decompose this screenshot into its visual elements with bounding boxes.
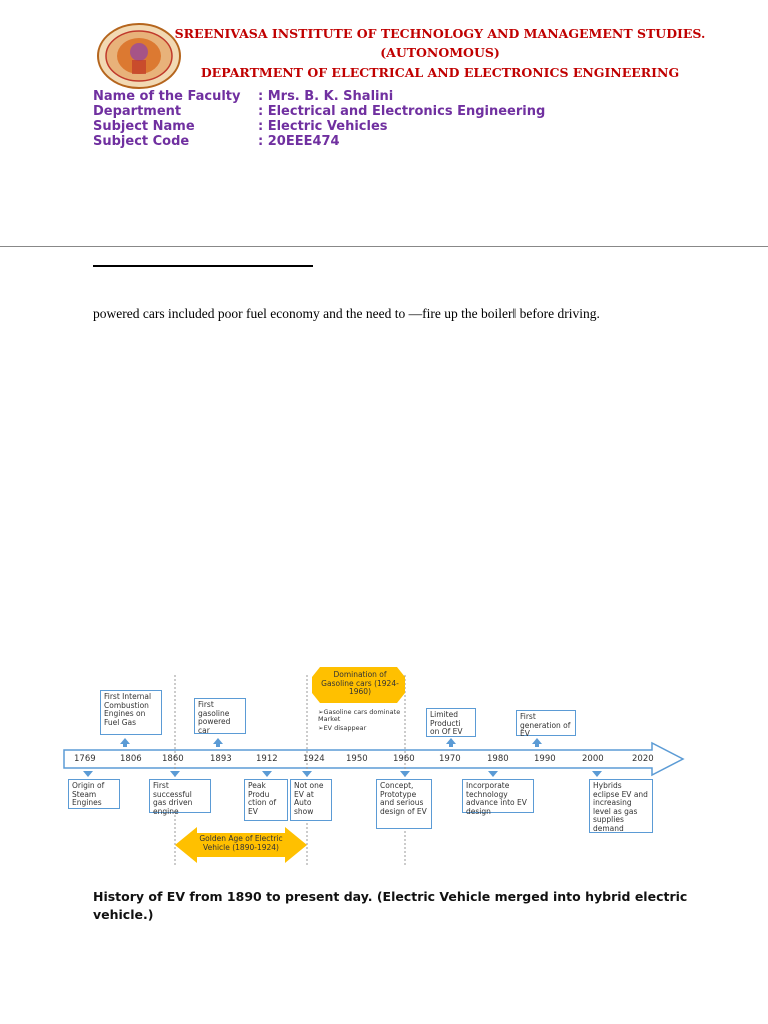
figure-caption: History of EV from 1890 to present day. … [93,889,688,922]
year-label: 1769 [74,754,96,764]
timeline-box-above: First Internal Combustion Engines on Fue… [100,690,162,735]
year-label: 1980 [487,754,509,764]
year-label: 1860 [162,754,184,764]
institute-name: SREENIVASA INSTITUTE OF TECHNOLOGY AND M… [174,26,706,41]
year-label: 2020 [632,754,654,764]
timeline-box-below: Not one EV at Auto show [290,779,332,821]
faculty-row: Name of the Faculty : Mrs. B. K. Shalini [93,89,394,104]
faculty-info: Name of the Faculty : Mrs. B. K. Shalini… [93,89,545,149]
year-label: 1970 [439,754,461,764]
section-underline [93,265,313,267]
timeline-box-below: Origin of Steam Engines [68,779,120,809]
year-label: 2000 [582,754,604,764]
autonomous-label: (AUTONOMOUS) [380,45,500,60]
year-label: 1893 [210,754,232,764]
year-label: 1806 [120,754,142,764]
year-label: 1990 [534,754,556,764]
department-row: Department : Electrical and Electronics … [93,104,546,119]
subject-name-row: Subject Name : Electric Vehicles [93,119,388,134]
subject-code-row: Subject Code : 20EEE474 [93,134,340,149]
timeline-box-below: Hybrids eclipse EV and increasing level … [589,779,653,833]
golden-age-label: Golden Age of Electric Vehicle (1890-192… [199,834,283,852]
timeline-box-above: First generation of EV [516,710,576,738]
domination-point: ➢EV disappear [318,724,367,732]
body-paragraph: powered cars included poor fuel economy … [93,306,600,321]
department-title: DEPARTMENT OF ELECTRICAL AND ELECTRONICS… [200,65,680,80]
header-divider [0,246,768,247]
institute-logo [96,22,182,90]
timeline-box-above: First gasoline powered car [194,698,246,734]
timeline-box-above: Limited Producti on Of EV [426,708,476,737]
timeline-box-below: Incorporate technology advance into EV d… [462,779,534,815]
domination-point: ➢Gasoline cars dominate Market [318,708,401,723]
year-label: 1924 [303,754,325,764]
timeline-box-below: Peak Produ ction of EV [244,779,288,821]
year-label: 1950 [346,754,368,764]
domination-title: Domination of Gasoline cars (1924-1960) [321,670,399,696]
timeline-box-below: Concept, Prototype and serious design of… [376,779,432,829]
year-label: 1912 [256,754,278,764]
ev-history-timeline: 1769 1806 1860 1893 1912 1924 1950 1960 … [62,665,687,875]
timeline-box-below: First successful gas driven engine [149,779,211,815]
year-label: 1960 [393,754,415,764]
